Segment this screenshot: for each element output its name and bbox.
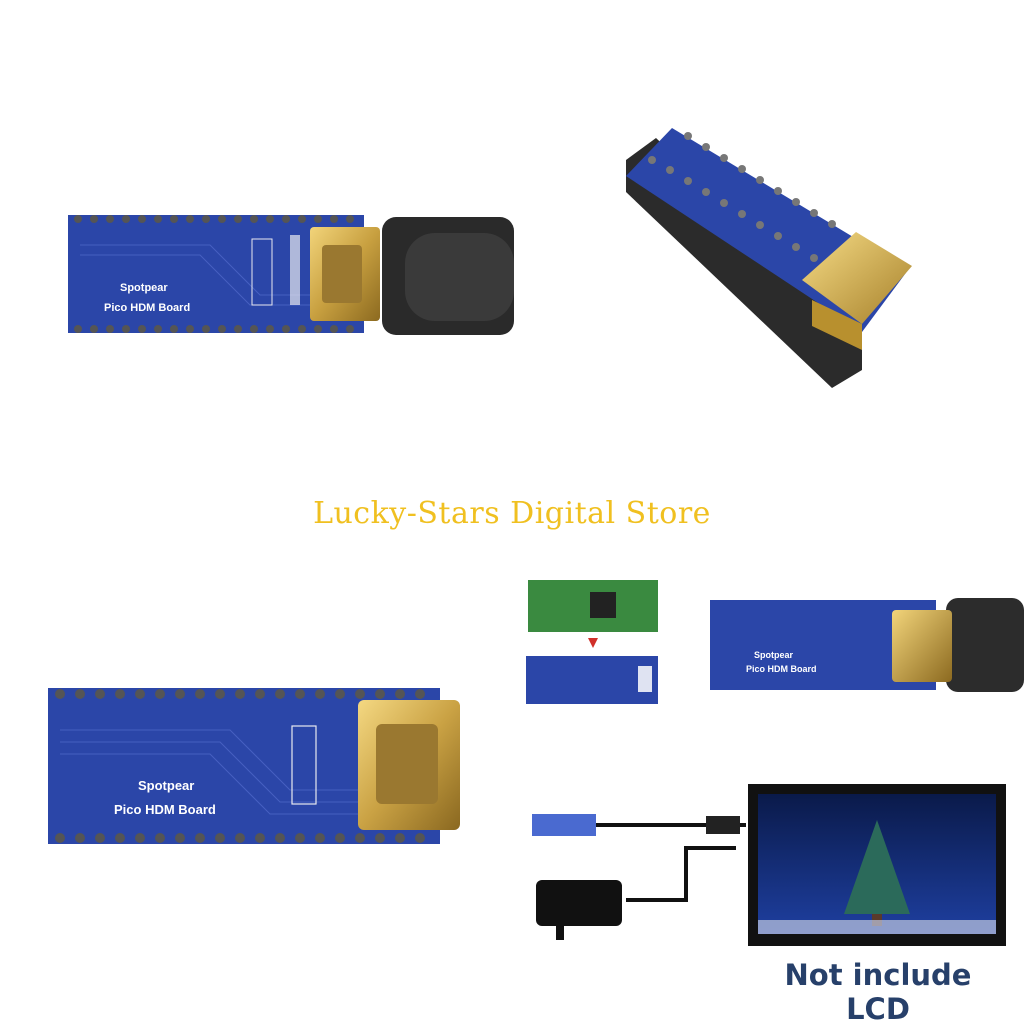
board-model-label-large: Pico HDM Board <box>114 802 216 817</box>
board-model-label: Pico HDM Board <box>104 302 190 314</box>
board-brand-label: Spotpear <box>120 282 168 294</box>
product-photo-board-angled <box>626 128 912 388</box>
product-photo-board-with-cable: Spotpear Pico HDM Board <box>68 215 514 335</box>
board-brand-label-small: Spotpear <box>754 650 794 660</box>
product-photo-connection-setup <box>532 784 1006 946</box>
board-model-label-small: Pico HDM Board <box>746 664 817 674</box>
product-photo-board-with-cable-small: Spotpear Pico HDM Board <box>710 598 1024 692</box>
product-photo-pico-stack <box>526 580 658 704</box>
product-photo-board-closeup: Spotpear Pico HDM Board <box>48 688 460 844</box>
not-include-lcd-note: Not include LCD <box>784 958 972 1026</box>
board-brand-label-large: Spotpear <box>138 778 194 793</box>
store-name: Lucky-Stars Digital Store <box>313 496 711 531</box>
